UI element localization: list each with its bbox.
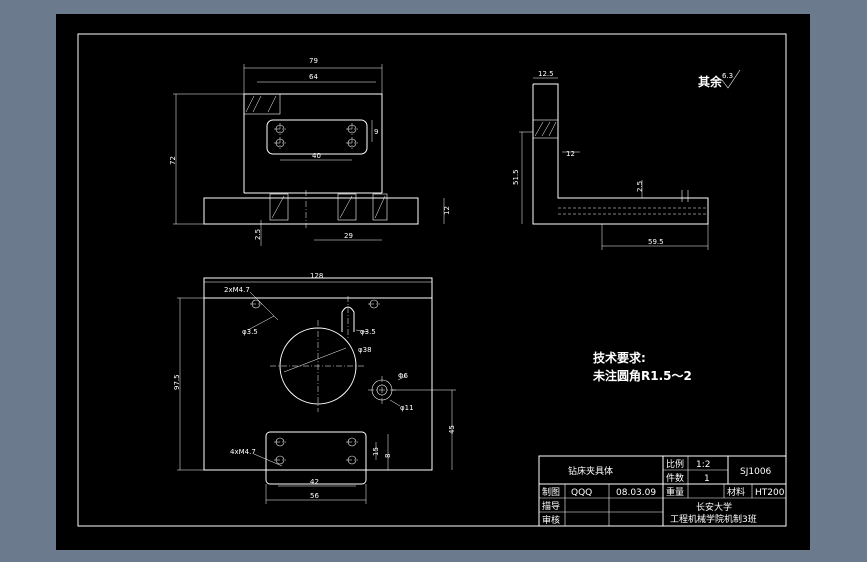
dim-2-5a: 2.5 bbox=[254, 229, 262, 240]
tech-requirements-line: 未注圆角R1.5～2 bbox=[592, 368, 692, 383]
dim-15: 15 bbox=[372, 447, 380, 456]
dim-12b: 12 bbox=[566, 150, 575, 158]
dim-40: 40 bbox=[312, 152, 321, 160]
dim-79: 79 bbox=[309, 57, 318, 65]
check-label: 审核 bbox=[542, 514, 560, 526]
dim-64: 64 bbox=[309, 73, 318, 81]
dim-56: 56 bbox=[310, 492, 319, 500]
title-block bbox=[538, 455, 787, 527]
dim-42: 42 bbox=[310, 478, 319, 486]
hole-2xm47: 2xM4.7 bbox=[224, 286, 250, 294]
dim-2-5b: 2.5 bbox=[636, 181, 644, 192]
dim-12-5: 12.5 bbox=[538, 70, 554, 78]
hole-phi6: Φ6 bbox=[398, 372, 409, 380]
weight-label: 重量 bbox=[666, 486, 684, 498]
scale-label: 比例 bbox=[666, 458, 684, 470]
dim-29: 29 bbox=[344, 232, 353, 240]
drawing-sheet: 79 64 72 40 9 2.5 29 12 12.5 51.5 12 2.5… bbox=[56, 14, 810, 550]
dim-12a: 12 bbox=[443, 206, 451, 215]
drawn-date: 08.03.09 bbox=[616, 488, 656, 498]
hole-phi35b: φ3.5 bbox=[360, 328, 376, 336]
hole-4xm47: 4xM4.7 bbox=[230, 448, 256, 456]
tech-requirements-title: 技术要求: bbox=[593, 350, 646, 365]
dim-51-5: 51.5 bbox=[512, 169, 520, 185]
roughness-label: 其余 bbox=[698, 74, 723, 89]
hole-phi35a: φ3.5 bbox=[242, 328, 258, 336]
cad-drawing: 79 64 72 40 9 2.5 29 12 12.5 51.5 12 2.5… bbox=[77, 33, 787, 527]
dim-128: 128 bbox=[310, 272, 323, 280]
front-view bbox=[173, 64, 445, 246]
side-view bbox=[519, 77, 709, 250]
class-name: 工程机械学院机制3班 bbox=[670, 513, 757, 525]
dim-97-5: 97.5 bbox=[173, 374, 181, 390]
material-value: HT200 bbox=[755, 488, 785, 498]
scale-value: 1:2 bbox=[696, 460, 710, 470]
hole-phi38: φ38 bbox=[358, 346, 372, 354]
roughness-symbol bbox=[721, 69, 741, 89]
design-label: 描导 bbox=[542, 500, 560, 512]
dim-8: 8 bbox=[384, 454, 392, 458]
roughness-value: 6.3 bbox=[722, 72, 733, 80]
material-label: 材料 bbox=[727, 486, 745, 498]
hole-phi11: φ11 bbox=[400, 404, 414, 412]
school-name: 长安大学 bbox=[696, 501, 732, 513]
qty-value: 1 bbox=[704, 474, 710, 484]
dim-9: 9 bbox=[374, 128, 378, 136]
part-name: 钻床夹具体 bbox=[568, 465, 613, 477]
dim-72: 72 bbox=[169, 156, 177, 165]
top-view bbox=[177, 277, 456, 504]
dim-45: 45 bbox=[448, 425, 456, 434]
drawing-code: SJ1006 bbox=[740, 467, 772, 477]
qty-label: 件数 bbox=[666, 472, 684, 484]
drawn-by: QQQ bbox=[571, 488, 592, 498]
inner-border bbox=[77, 33, 787, 527]
drawn-label: 制图 bbox=[542, 486, 560, 498]
dim-59-5: 59.5 bbox=[648, 238, 664, 246]
